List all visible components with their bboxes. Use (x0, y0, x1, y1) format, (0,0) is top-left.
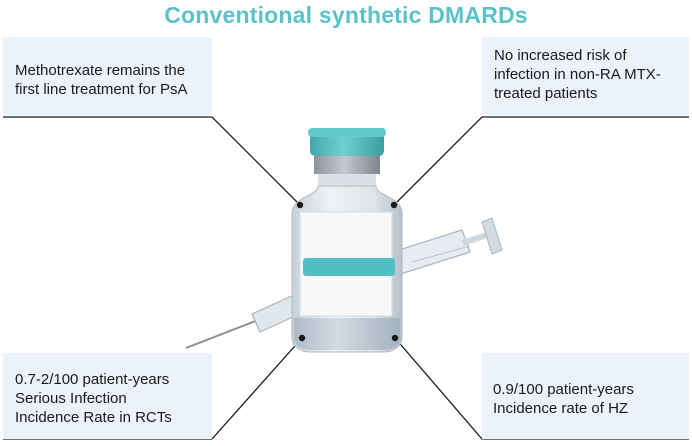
connector-top-right (393, 116, 689, 206)
info-box-bottom-right: 0.9/100 patient-years Incidence rate of … (482, 353, 689, 439)
connector-dots (296, 201, 399, 342)
connector-dot-bottom-right (391, 334, 399, 342)
info-box-bottom-left: 0.7-2/100 patient-years Serious Infectio… (3, 353, 212, 439)
connector-bottom-left (3, 337, 303, 440)
vial-icon (291, 128, 403, 353)
info-box-top-right: No increased risk of infection in non-RA… (482, 37, 689, 115)
connector-dot-top-left (296, 201, 304, 209)
connector-lines (3, 116, 689, 440)
connector-dot-bottom-left (298, 334, 306, 342)
connector-top-left (3, 116, 301, 206)
info-box-top-left: Methotrexate remains the first line trea… (3, 37, 212, 115)
connector-dot-top-right (390, 201, 398, 209)
connector-bottom-right (394, 337, 689, 440)
page-title: Conventional synthetic DMARDs (164, 2, 528, 28)
